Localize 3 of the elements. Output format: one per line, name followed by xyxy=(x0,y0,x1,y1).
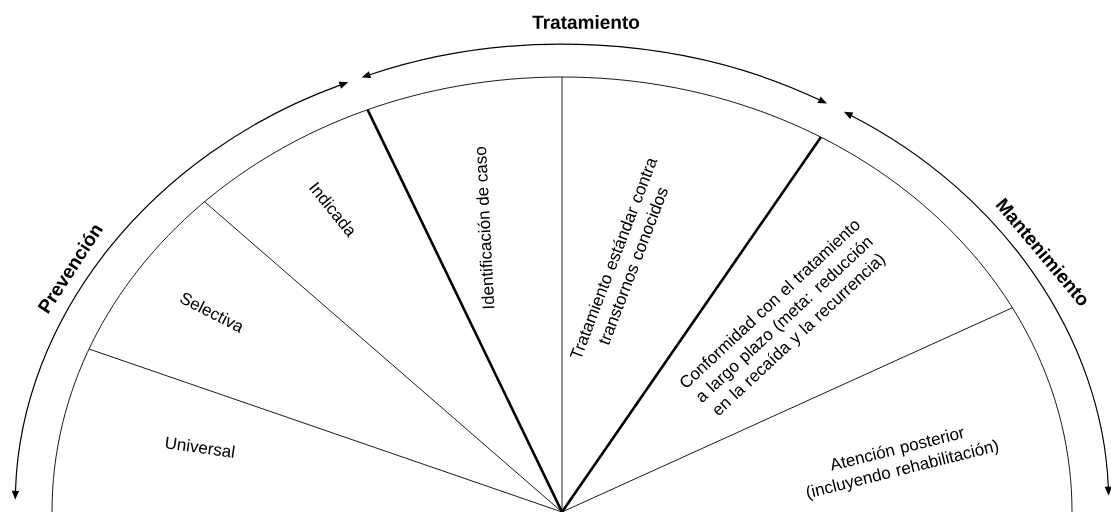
phase-label: Tratamiento xyxy=(532,15,640,29)
sector-label: Identificación de caso xyxy=(476,147,495,309)
sector-label: Universal xyxy=(165,436,235,458)
